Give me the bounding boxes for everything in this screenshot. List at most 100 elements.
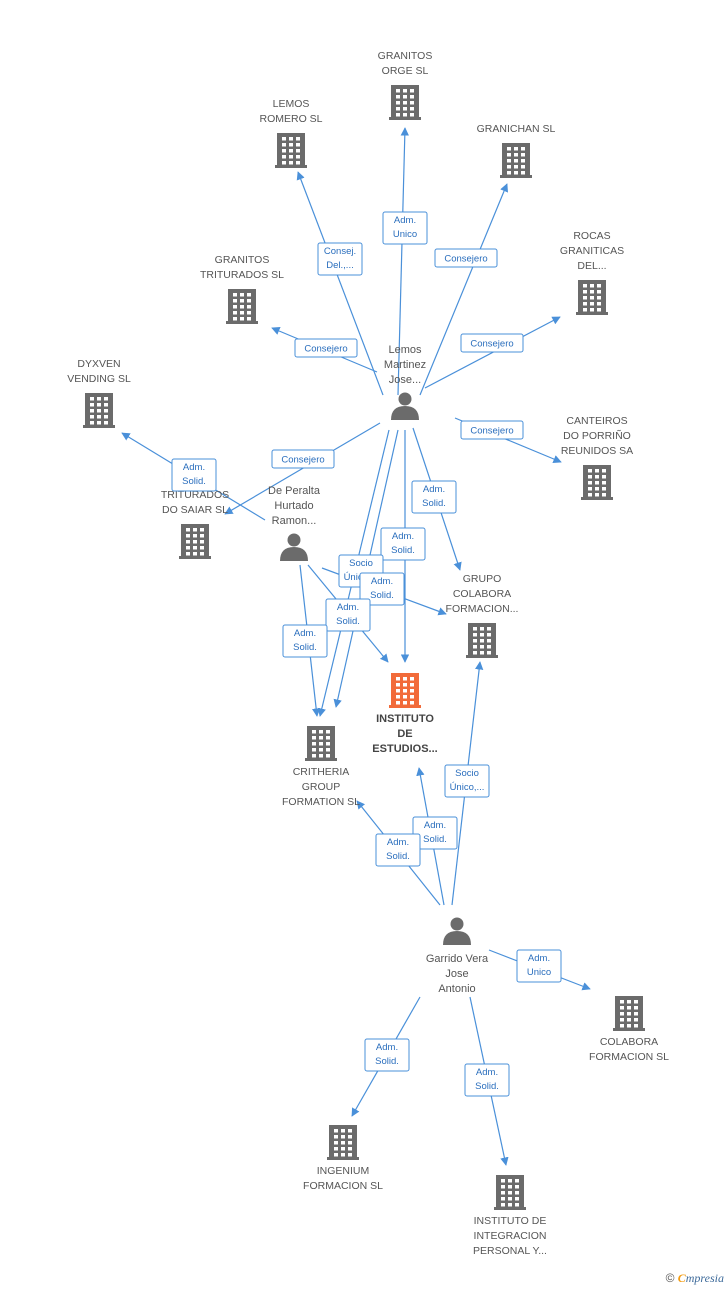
relation-label: Solid. (423, 834, 447, 845)
person-label-garrido[interactable]: Antonio (438, 983, 475, 995)
person-label-peralta[interactable]: Hurtado (274, 500, 313, 512)
company-label-instituto-integracion[interactable]: INSTITUTO DE (474, 1215, 547, 1227)
company-label-lemos-romero[interactable]: LEMOS (273, 98, 310, 110)
company-label-rocas-graniticas[interactable]: ROCAS (573, 230, 610, 242)
relation-badge-r-inst-lemos[interactable]: Adm. Solid. (380, 527, 426, 561)
company-label-triturados-saiar[interactable]: DO SAIAR SL (162, 504, 228, 516)
relation-badge-r-dyxven[interactable]: Adm.Solid. (171, 458, 217, 492)
company-label-colabora-formacion[interactable]: COLABORA (600, 1036, 658, 1048)
relation-label: Adm. (337, 602, 359, 613)
edge-2 (419, 183, 509, 396)
relation-badge-r-garrido-integ[interactable]: Adm. Solid. (464, 1063, 510, 1097)
relation-label: Adm. (376, 1042, 398, 1053)
relation-label: Solid. (422, 498, 446, 509)
focus-company-instituto-estudios-icon (389, 673, 421, 708)
relation-label: Consejero (470, 339, 513, 350)
company-canteiros-icon (581, 465, 613, 500)
relation-label: Único,... (450, 782, 485, 793)
relation-badge-r-orge[interactable]: Adm.Unico (382, 211, 428, 245)
relation-label: Consejero (304, 344, 347, 355)
company-label-granichan[interactable]: GRANICHAN SL (477, 123, 556, 135)
company-instituto-integracion-icon (494, 1175, 526, 1210)
company-granitos-triturados-icon (226, 289, 258, 324)
company-label-rocas-graniticas[interactable]: GRANITICAS (560, 245, 624, 257)
person-label-garrido[interactable]: Jose (445, 968, 468, 980)
person-label-peralta[interactable]: De Peralta (268, 485, 321, 497)
company-label-instituto-integracion[interactable]: INTEGRACION (474, 1230, 547, 1242)
company-critheria-icon (305, 726, 337, 761)
person-label-peralta[interactable]: Ramon... (272, 515, 317, 527)
company-label-lemos-romero[interactable]: ROMERO SL (259, 113, 322, 125)
relation-label: Socio (349, 558, 373, 569)
relation-badge-r-garrido-inst[interactable]: Adm.Solid. (412, 816, 458, 850)
relation-label: Adm. (371, 576, 393, 587)
relation-label: Solid. (336, 616, 360, 627)
relation-badge-r-peralta-crith[interactable]: Adm. Solid. (282, 624, 328, 658)
company-label-grupo-colabora[interactable]: GRUPO (463, 573, 502, 585)
company-label-dyxven[interactable]: DYXVEN (77, 358, 120, 370)
relation-label: Adm. (392, 531, 414, 542)
relation-label: Adm. (476, 1067, 498, 1078)
company-label-granitos-triturados[interactable]: TRITURADOS SL (200, 269, 284, 281)
company-label-ingenium[interactable]: FORMACION SL (303, 1180, 383, 1192)
relation-badge-r-granichan[interactable]: Consejero (434, 248, 498, 268)
person-label-lemos[interactable]: Lemos (388, 344, 422, 356)
company-label-grupo-colabora[interactable]: FORMACION... (446, 603, 519, 615)
company-label-granitos-orge[interactable]: GRANITOS (378, 50, 433, 62)
relation-badge-r-hidden[interactable]: Adm.Solid. (359, 572, 405, 606)
copyright-symbol: © (665, 1271, 675, 1285)
company-label-granitos-orge[interactable]: ORGE SL (382, 65, 429, 77)
relation-label: Socio (455, 768, 479, 779)
person-garrido-icon (443, 917, 471, 945)
relation-label: Solid. (391, 545, 415, 556)
company-label-instituto-estudios[interactable]: DE (397, 728, 412, 740)
company-grupo-colabora-icon (466, 623, 498, 658)
edge-0 (397, 127, 410, 396)
company-label-ingenium[interactable]: INGENIUM (317, 1165, 370, 1177)
company-label-instituto-estudios[interactable]: ESTUDIOS... (372, 743, 437, 755)
company-label-canteiros[interactable]: CANTEIROS (566, 415, 627, 427)
relation-label: Del.,... (326, 260, 353, 271)
relation-label: Adm. (423, 484, 445, 495)
company-label-canteiros[interactable]: REUNIDOS SA (561, 445, 633, 457)
company-label-instituto-integracion[interactable]: PERSONAL Y... (473, 1245, 547, 1257)
relation-label: Adm. (528, 953, 550, 964)
relation-badge-r-peralta-inst[interactable]: Adm. Solid. (325, 598, 371, 632)
company-label-instituto-estudios[interactable]: INSTITUTO (376, 713, 434, 725)
relation-badge-r-garrido-grupo[interactable]: SocioÚnico,... (444, 764, 490, 798)
person-label-lemos[interactable]: Jose... (389, 374, 421, 386)
watermark: © Cmpresia (666, 1271, 724, 1286)
relation-badge-r-garrido-crith[interactable]: Adm.Solid. (375, 833, 421, 867)
person-peralta-icon (280, 533, 308, 561)
company-label-critheria[interactable]: CRITHERIA (293, 766, 350, 778)
relation-badge-r-garrido-colab[interactable]: Adm.Unico (516, 949, 562, 983)
relation-badge-r-garrido-ingen[interactable]: Adm. Solid. (364, 1038, 410, 1072)
relation-label: Adm. (294, 628, 316, 639)
company-label-canteiros[interactable]: DO PORRIÑO (563, 429, 631, 442)
relation-label: Solid. (375, 1056, 399, 1067)
company-label-dyxven[interactable]: VENDING SL (67, 373, 131, 385)
company-label-triturados-saiar[interactable]: TRITURADOS (161, 489, 229, 501)
company-label-critheria[interactable]: FORMATION SL (282, 796, 360, 808)
relation-badge-r-grupo-lemos[interactable]: Adm. Solid. (411, 480, 457, 514)
person-lemos-icon (391, 392, 419, 420)
relation-badge-r-romero[interactable]: Consej.Del.,... (317, 242, 363, 276)
person-label-garrido[interactable]: Garrido Vera (426, 953, 489, 965)
relation-label: Adm. (394, 215, 416, 226)
relation-badge-r-canteiros[interactable]: Consejero (460, 420, 524, 440)
relation-badge-r-rocas[interactable]: Consejero (460, 333, 524, 353)
company-triturados-saiar-icon (179, 524, 211, 559)
person-label-lemos[interactable]: Martinez (384, 359, 426, 371)
relation-badge-r-saiar[interactable]: Consejero (271, 449, 335, 469)
company-label-grupo-colabora[interactable]: COLABORA (453, 588, 511, 600)
relation-label: Consejero (281, 455, 324, 466)
company-label-granitos-triturados[interactable]: GRANITOS (215, 254, 270, 266)
company-label-rocas-graniticas[interactable]: DEL... (577, 260, 606, 272)
company-granichan-icon (500, 143, 532, 178)
relation-label: Solid. (475, 1081, 499, 1092)
relation-label: Solid. (293, 642, 317, 653)
relation-badge-r-triturados[interactable]: Consejero (294, 338, 358, 358)
company-label-critheria[interactable]: GROUP (302, 781, 341, 793)
company-label-colabora-formacion[interactable]: FORMACION SL (589, 1051, 669, 1063)
